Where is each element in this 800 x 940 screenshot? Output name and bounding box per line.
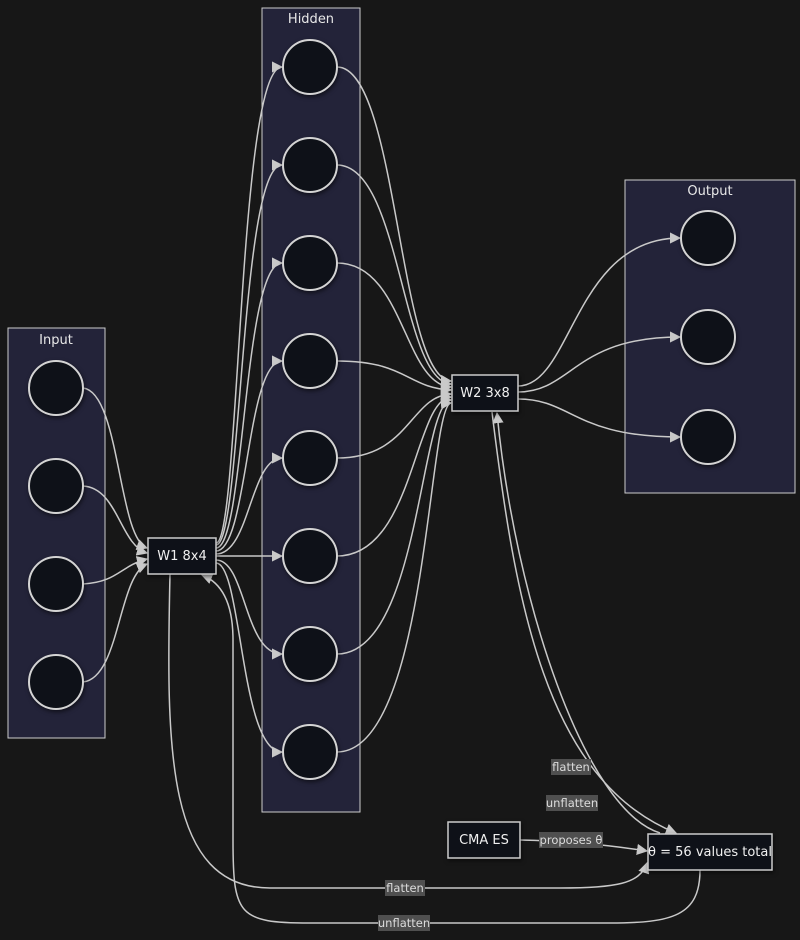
theta-node-label: θ = 56 values total (648, 845, 772, 860)
edge-input1-w1 (82, 387, 149, 550)
edge-hidden6-w2 (336, 391, 453, 557)
edge-input3-w1 (82, 556, 149, 585)
edge-label-w2-unflatten-text: unflatten (546, 796, 598, 810)
edge-theta-w1-unflatten (200, 573, 701, 924)
edges (82, 61, 701, 924)
edge-input2-w1 (82, 485, 149, 556)
edge-w1-hidden7 (215, 559, 284, 660)
edge-label-w1-flatten: flatten (385, 880, 425, 896)
w2-node: W2 3x8 (451, 374, 519, 412)
edge-w2-output1 (517, 232, 682, 387)
output-neuron (680, 409, 736, 465)
output-cluster-label: Output (687, 184, 732, 199)
hidden-neuron (282, 724, 338, 780)
edge-label-w2-flatten: flatten (551, 759, 591, 775)
hidden-neuron (282, 430, 338, 486)
input-neuron (28, 458, 84, 514)
w2-node-label: W2 3x8 (460, 386, 510, 401)
output-neuron (680, 210, 736, 266)
w1-node: W1 8x4 (147, 537, 217, 575)
w1-node-label: W1 8x4 (157, 549, 207, 564)
input-neuron (28, 556, 84, 612)
edge-w2-theta-flatten (491, 411, 678, 835)
hidden-neuron (282, 626, 338, 682)
hidden-cluster-label: Hidden (288, 12, 334, 27)
edge-w2-output3 (517, 398, 682, 443)
edge-hidden3-w2 (336, 262, 453, 393)
input-neurons (28, 360, 84, 710)
cma-es-node: CMA ES (447, 821, 521, 859)
edge-hidden1-w2 (336, 66, 453, 386)
hidden-neuron (282, 333, 338, 389)
edge-label-proposes-text: proposes θ (540, 833, 603, 847)
edge-label-w1-flatten-text: flatten (386, 881, 424, 895)
hidden-neuron (282, 235, 338, 291)
cma-es-node-label: CMA ES (459, 833, 509, 848)
input-neuron (28, 654, 84, 710)
hidden-cluster: Hidden (261, 7, 361, 813)
hidden-neuron (282, 137, 338, 193)
edge-label-w1-unflatten-text: unflatten (378, 916, 430, 930)
edge-label-proposes: proposes θ (539, 832, 603, 848)
input-neuron (28, 360, 84, 416)
hidden-neuron (282, 39, 338, 95)
edge-w1-hidden8 (215, 562, 284, 758)
edge-theta-w2-unflatten (492, 411, 661, 834)
hidden-neurons (282, 39, 338, 780)
hidden-neuron (282, 528, 338, 584)
edge-hidden5-w2 (336, 388, 453, 459)
edge-hidden2-w2 (336, 164, 453, 389)
edge-hidden4-w2 (336, 360, 453, 396)
theta-node: θ = 56 values total (647, 833, 773, 871)
output-neurons (680, 210, 736, 465)
edge-hidden8-w2 (336, 398, 453, 753)
edge-w1-hidden2 (215, 159, 284, 546)
input-cluster-label: Input (39, 333, 73, 348)
edge-input4-w1 (82, 562, 149, 683)
output-neuron (680, 309, 736, 365)
edge-w1-theta-flatten (168, 573, 650, 889)
edge-label-w2-flatten-text: flatten (552, 760, 590, 774)
edge-label-w1-unflatten: unflatten (378, 915, 430, 931)
edge-w1-hidden1 (215, 61, 284, 544)
edge-w2-output2 (517, 331, 682, 393)
edge-w1-hidden3 (215, 257, 284, 549)
edge-w1-hidden4 (215, 355, 284, 552)
edge-w1-hidden5 (215, 452, 284, 555)
edge-label-w2-unflatten: unflatten (546, 795, 598, 811)
edge-hidden7-w2 (336, 395, 453, 655)
